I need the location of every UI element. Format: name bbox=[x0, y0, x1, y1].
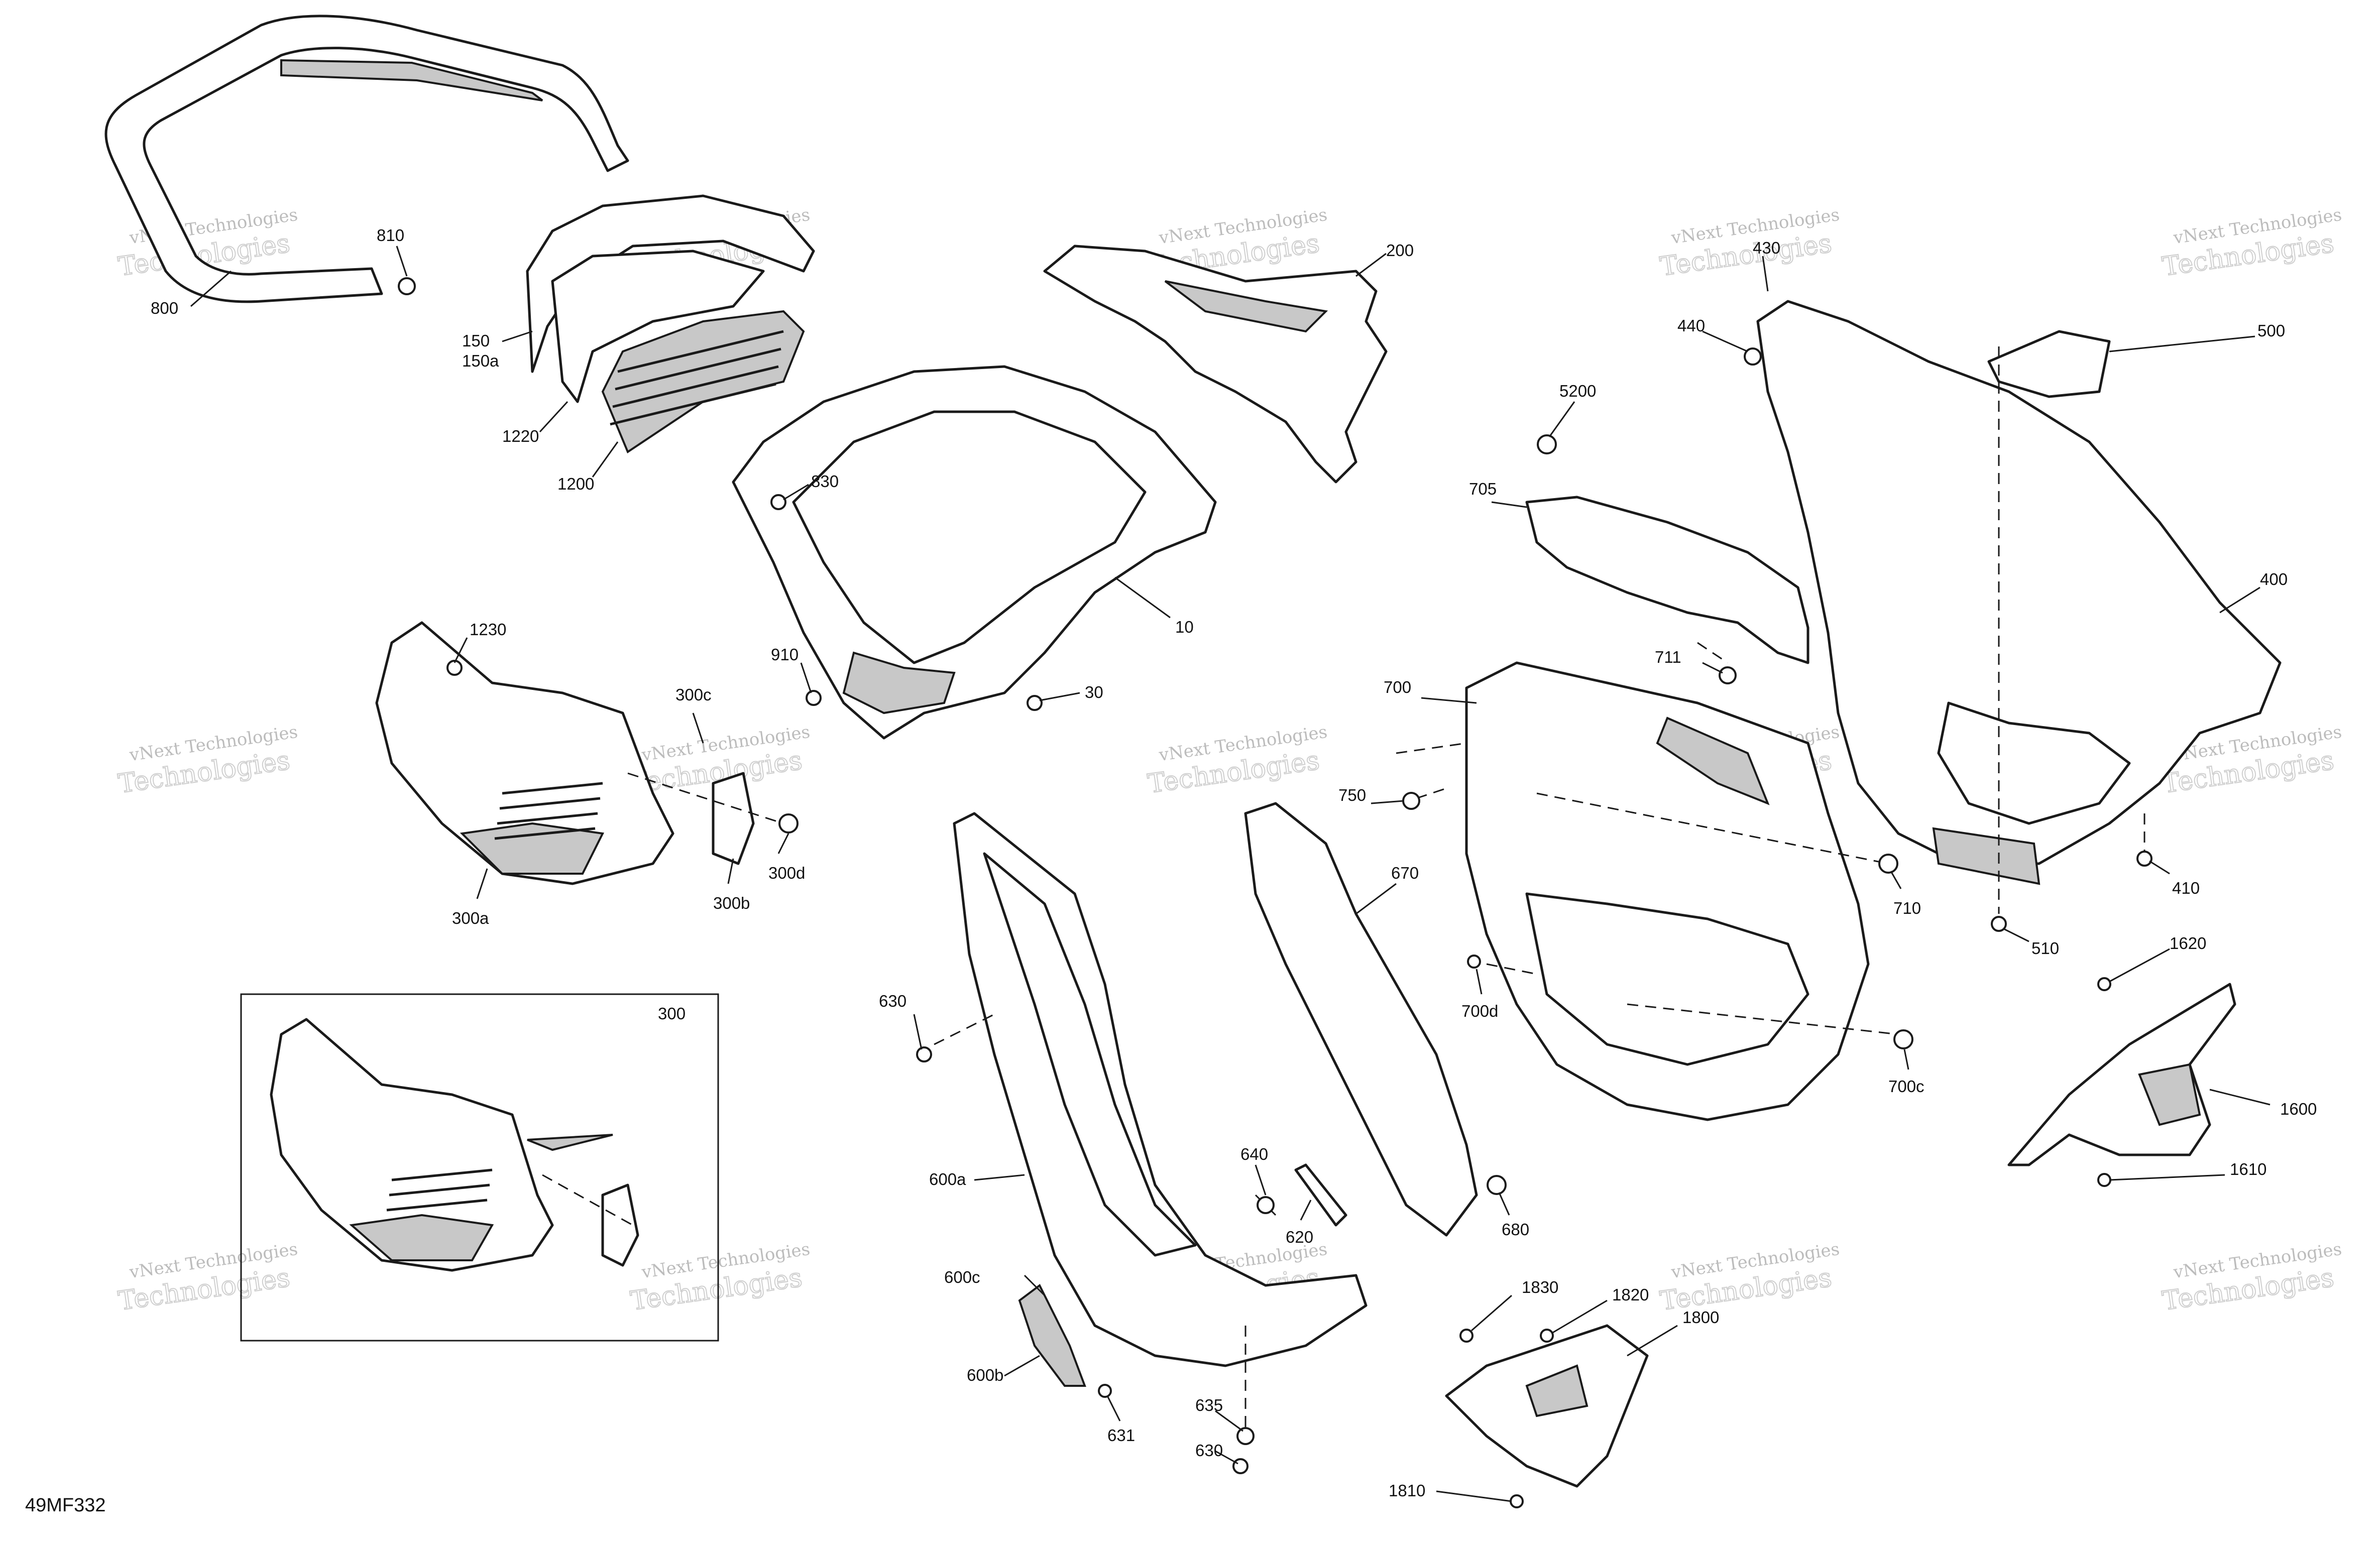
callout-label-700d: 700d bbox=[1461, 1002, 1498, 1020]
callout-label-700c: 700c bbox=[1888, 1077, 1924, 1096]
callout-label-630-top: 630 bbox=[879, 992, 906, 1010]
callout-label-1200: 1200 bbox=[557, 474, 594, 493]
callout-label-670: 670 bbox=[1391, 864, 1419, 882]
part-200-side-console bbox=[1043, 245, 1388, 484]
part-300a-lower-panel bbox=[375, 621, 755, 885]
part-705-cover bbox=[1525, 496, 1809, 664]
callout-label-600b: 600b bbox=[967, 1366, 1003, 1384]
callout-label-410: 410 bbox=[2172, 879, 2200, 897]
callout-label-200: 200 bbox=[1386, 241, 1414, 260]
part-620-rod bbox=[1294, 1163, 1347, 1227]
callout-label-510: 510 bbox=[2031, 939, 2059, 958]
callout-label-300c: 300c bbox=[675, 685, 712, 704]
callout-label-630-bottom: 630 bbox=[1195, 1441, 1223, 1460]
callout-leader-lines bbox=[190, 246, 2271, 1502]
part-1600-bracket bbox=[2007, 983, 2236, 1166]
callout-label-500: 500 bbox=[2257, 321, 2285, 340]
callout-label-430: 430 bbox=[1753, 239, 1780, 257]
callout-label-150: 150 bbox=[462, 331, 490, 350]
callout-label-800: 800 bbox=[151, 299, 178, 317]
inset-label-300: 300 bbox=[658, 1004, 686, 1023]
part-800-rear-bar bbox=[104, 15, 629, 303]
inset-frame-300 bbox=[240, 993, 719, 1342]
callout-label-1230: 1230 bbox=[470, 620, 506, 639]
callout-label-1830: 1830 bbox=[1522, 1278, 1558, 1296]
callout-label-1600: 1600 bbox=[2280, 1100, 2317, 1118]
callout-label-631: 631 bbox=[1107, 1426, 1135, 1445]
callout-label-640: 640 bbox=[1240, 1145, 1268, 1163]
callout-label-910: 910 bbox=[771, 645, 799, 664]
callout-label-30: 30 bbox=[1085, 683, 1103, 701]
part-500-plate bbox=[1987, 330, 2111, 398]
callout-label-1610: 1610 bbox=[2230, 1160, 2266, 1178]
callout-label-150a: 150a bbox=[462, 351, 499, 370]
callout-label-600c: 600c bbox=[944, 1268, 980, 1286]
part-400-side-panel bbox=[1756, 300, 2282, 885]
callout-label-300d: 300d bbox=[768, 864, 805, 882]
part-700-center-panel bbox=[1465, 661, 1870, 1121]
callout-label-710: 710 bbox=[1893, 899, 1921, 917]
callout-label-400: 400 bbox=[2260, 570, 2288, 588]
fasteners bbox=[398, 277, 2152, 1508]
callout-label-700: 700 bbox=[1384, 678, 1411, 696]
callout-label-1220: 1220 bbox=[502, 427, 539, 445]
callout-label-10: 10 bbox=[1175, 618, 1194, 636]
callout-label-1820: 1820 bbox=[1612, 1285, 1649, 1304]
callout-label-830: 830 bbox=[811, 472, 839, 491]
diagram-reference-code: 49MF332 bbox=[25, 1495, 106, 1516]
part-600b-guard bbox=[1018, 1283, 1086, 1387]
assembly-dash-lines bbox=[542, 346, 2145, 1436]
callout-label-620: 620 bbox=[1286, 1228, 1313, 1246]
callout-label-711: 711 bbox=[1655, 648, 1681, 666]
part-670-strip bbox=[1244, 802, 1478, 1237]
part-300-assembly-inset bbox=[270, 1018, 639, 1272]
callout-label-600a: 600a bbox=[929, 1170, 966, 1189]
callout-label-750: 750 bbox=[1338, 786, 1366, 804]
part-10-storage-tub bbox=[732, 365, 1217, 740]
callout-label-635: 635 bbox=[1195, 1396, 1223, 1414]
callout-label-705: 705 bbox=[1469, 480, 1497, 498]
callout-label-1620: 1620 bbox=[2170, 934, 2206, 953]
callout-label-300a: 300a bbox=[452, 909, 489, 927]
part-600a-side-panel bbox=[953, 812, 1368, 1367]
part-150-front-cover bbox=[526, 194, 815, 454]
callout-label-440: 440 bbox=[1677, 316, 1705, 335]
callout-label-1800: 1800 bbox=[1682, 1308, 1719, 1327]
part-1800-cover bbox=[1445, 1324, 1649, 1488]
callout-label-5200: 5200 bbox=[1559, 382, 1596, 400]
callout-label-680: 680 bbox=[1502, 1220, 1529, 1239]
callout-label-1810: 1810 bbox=[1389, 1481, 1425, 1500]
callout-label-300b: 300b bbox=[713, 894, 750, 912]
callout-label-810: 810 bbox=[377, 226, 404, 245]
